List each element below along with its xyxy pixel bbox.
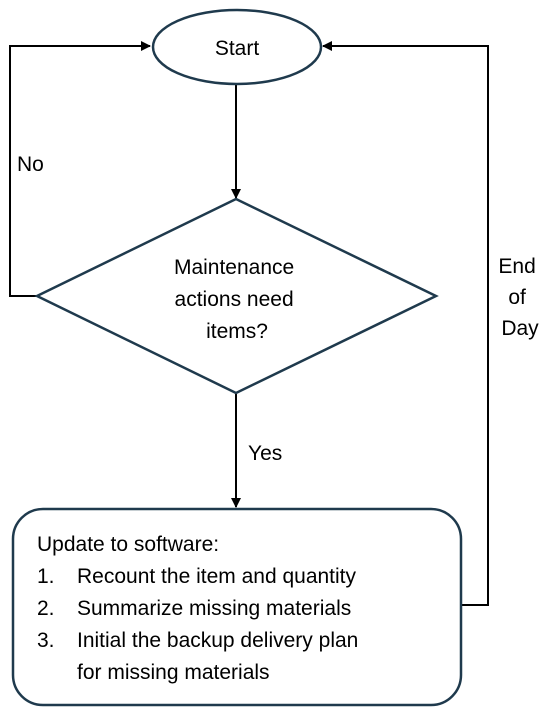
node-decision-label-line-2: actions need [175,288,294,311]
edge-label-end-of-day: End of Day [498,255,541,340]
node-decision-shape [34,197,439,395]
node-start-label: Start [215,37,260,60]
edge-label-end-of-day-line-1: End [498,255,535,278]
node-decision-label: Maintenance actions need items? [174,256,300,343]
list-item-number-2: 2. [37,597,55,620]
node-decision-label-line-3: items? [206,320,268,343]
edge-label-end-of-day-line-3: Day [501,317,539,340]
edge-process-to-start [322,41,489,606]
edge-decision-to-start [9,41,151,297]
list-item-text-2: Summarize missing materials [77,597,351,620]
node-process-shape [11,507,463,707]
list-item-number-1: 1. [37,565,55,588]
node-start-shape [151,8,323,86]
edge-label-no: No [17,153,44,176]
list-item-text-3-cont: for missing materials [77,661,270,684]
node-process-list: 1. Recount the item and quantity 2. Summ… [37,565,358,684]
list-item-text-1: Recount the item and quantity [77,565,357,588]
list-item-text-3: Initial the backup delivery plan [77,629,358,652]
node-decision-label-line-1: Maintenance [174,256,294,279]
edges [9,41,489,606]
node-process: Update to software: 1. Recount the item … [11,507,463,707]
node-decision: Maintenance actions need items? [34,197,439,395]
node-start: Start [151,8,323,86]
edge-label-end-of-day-line-2: of [508,286,526,309]
list-item-number-3: 3. [37,629,55,652]
edge-label-yes: Yes [248,442,282,465]
node-process-heading: Update to software: [37,533,219,556]
